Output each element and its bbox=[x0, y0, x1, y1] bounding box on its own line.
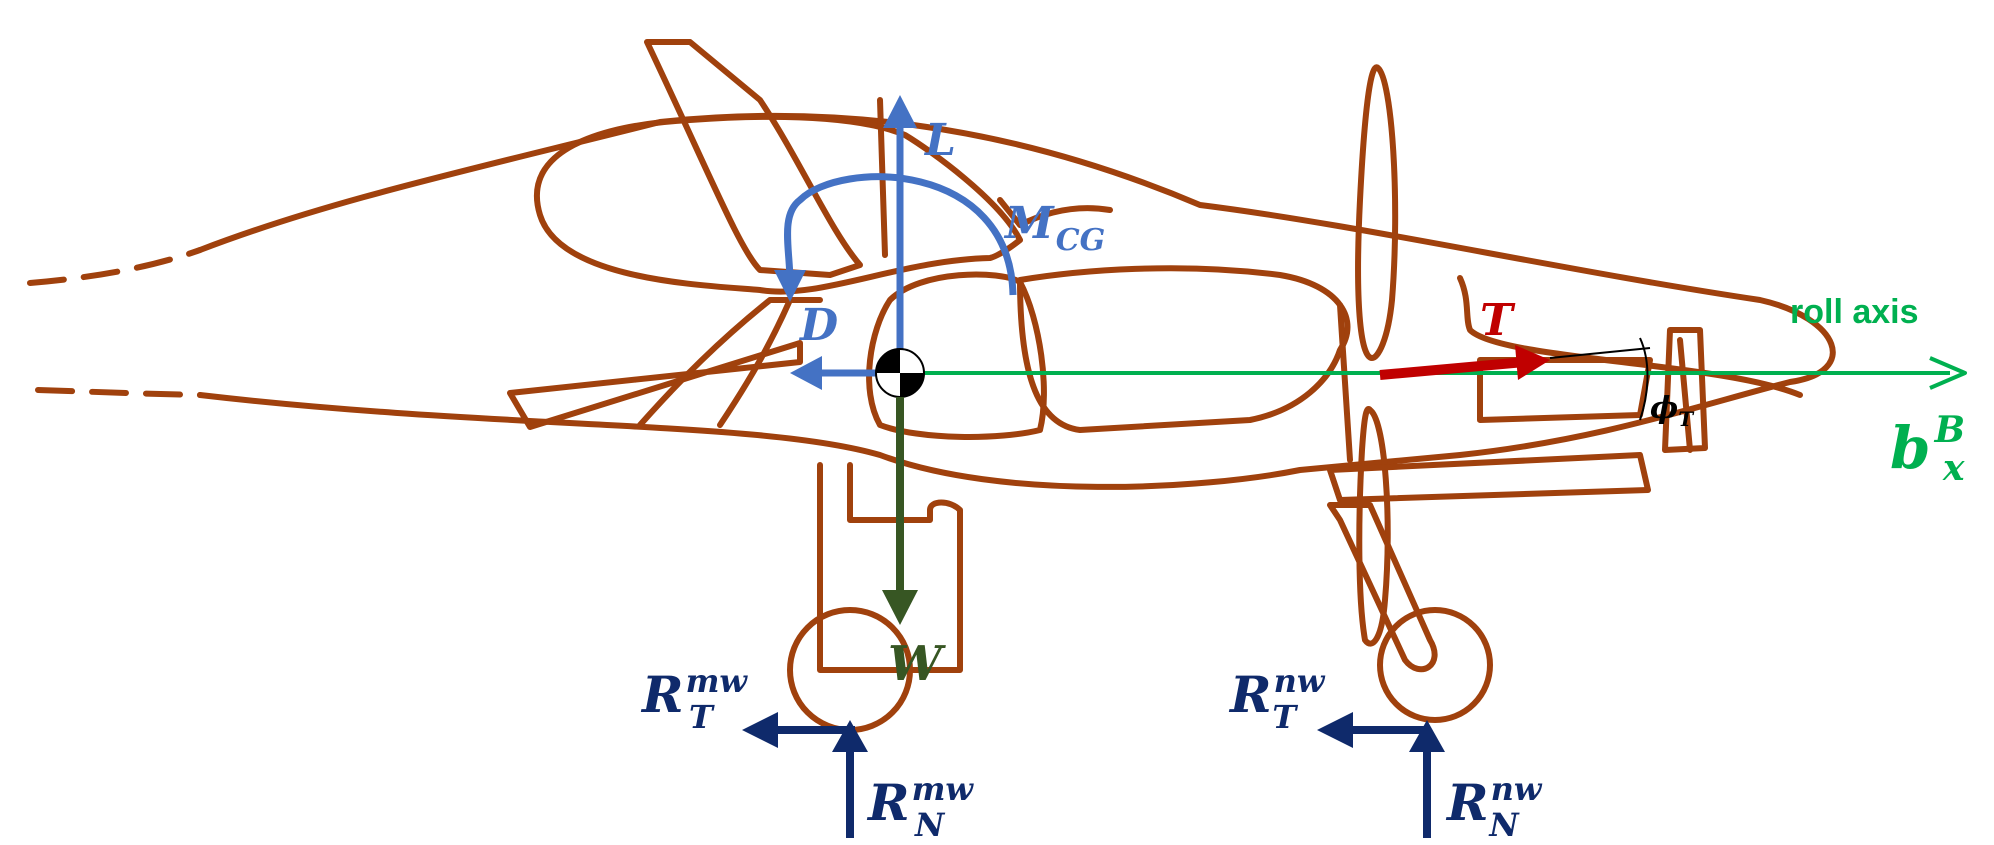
lift-arrowhead bbox=[883, 95, 917, 128]
thrust-angle-sub: T bbox=[1678, 407, 1695, 431]
thrust-angle-label: ϕT bbox=[1650, 391, 1695, 431]
cowling-panel bbox=[1477, 357, 1653, 423]
rt-mw-sup: mw bbox=[686, 662, 749, 700]
tail-dash-top bbox=[27, 247, 203, 286]
weight-label: W bbox=[888, 636, 946, 692]
moment-main: M bbox=[1003, 198, 1055, 249]
rn-nw-main: R bbox=[1445, 773, 1489, 832]
thrust-arrowhead bbox=[1515, 345, 1550, 380]
main-gear-strut bbox=[817, 462, 963, 673]
thrust-line-extension bbox=[1549, 347, 1651, 359]
tail-fin-lines bbox=[637, 297, 823, 428]
vertical-stabilizer bbox=[644, 39, 863, 278]
body-axis-main: b bbox=[1890, 414, 1931, 482]
moment-label: MCG bbox=[1003, 198, 1105, 258]
cg-symbol bbox=[875, 348, 925, 398]
rn-mw-sub: N bbox=[914, 806, 946, 844]
weight-arrowhead bbox=[882, 590, 918, 625]
propeller-upper-blade bbox=[1355, 64, 1399, 361]
rn-nw-arrowhead bbox=[1409, 720, 1445, 752]
rt-nw-sup: nw bbox=[1274, 662, 1326, 700]
rt-nw-main: R bbox=[1228, 665, 1272, 724]
aero-forces: L D MCG bbox=[774, 95, 1105, 390]
rt-mw-arrowhead bbox=[742, 712, 778, 748]
rt-mw-sub: T bbox=[689, 698, 715, 736]
roll-axis-arrowhead bbox=[1929, 356, 1967, 390]
nacelle bbox=[1017, 265, 1351, 433]
fuselage-top-line bbox=[197, 112, 1836, 490]
thrust-label: T bbox=[1480, 295, 1516, 346]
rn-nw-sup: nw bbox=[1491, 770, 1543, 808]
body-axis-sub: x bbox=[1942, 447, 1965, 489]
thrust-arrow bbox=[1379, 357, 1526, 380]
tail-dash-bottom bbox=[35, 387, 203, 398]
moment-sub: CG bbox=[1056, 223, 1106, 258]
rn-nw-sub: N bbox=[1488, 806, 1520, 844]
rn-mw-sup: mw bbox=[912, 770, 975, 808]
rn-mw-main: R bbox=[866, 773, 910, 832]
thrust-force: T ϕT bbox=[1379, 295, 1695, 431]
thrust-angle-main: ϕ bbox=[1650, 391, 1678, 426]
weight-force: W bbox=[882, 397, 946, 692]
rn-mw-arrowhead bbox=[832, 720, 868, 752]
roll-axis-label: roll axis bbox=[1790, 293, 1919, 331]
lift-label: L bbox=[923, 115, 956, 166]
horizontal-tail bbox=[507, 340, 803, 430]
nose-gear-strut bbox=[1327, 502, 1438, 673]
rt-nw-arrowhead bbox=[1317, 712, 1353, 748]
nose-wheel bbox=[1377, 607, 1493, 723]
thrust-angle-arc bbox=[1639, 337, 1649, 421]
body-axis-sup: B bbox=[1934, 409, 1965, 451]
cabin bbox=[866, 271, 1047, 440]
propeller-lower-blade bbox=[1356, 406, 1391, 647]
aircraft-outline bbox=[27, 39, 1836, 733]
drag-label: D bbox=[798, 300, 838, 351]
drag-arrowhead bbox=[790, 356, 822, 390]
rt-mw-main: R bbox=[640, 665, 684, 724]
moment-arc bbox=[784, 173, 1017, 296]
rt-nw-sub: T bbox=[1272, 698, 1298, 736]
cowling bbox=[1337, 275, 1803, 463]
engine-nose-panel bbox=[1662, 327, 1708, 453]
moment-arrowhead bbox=[774, 270, 806, 302]
belly-panel bbox=[1327, 452, 1651, 503]
